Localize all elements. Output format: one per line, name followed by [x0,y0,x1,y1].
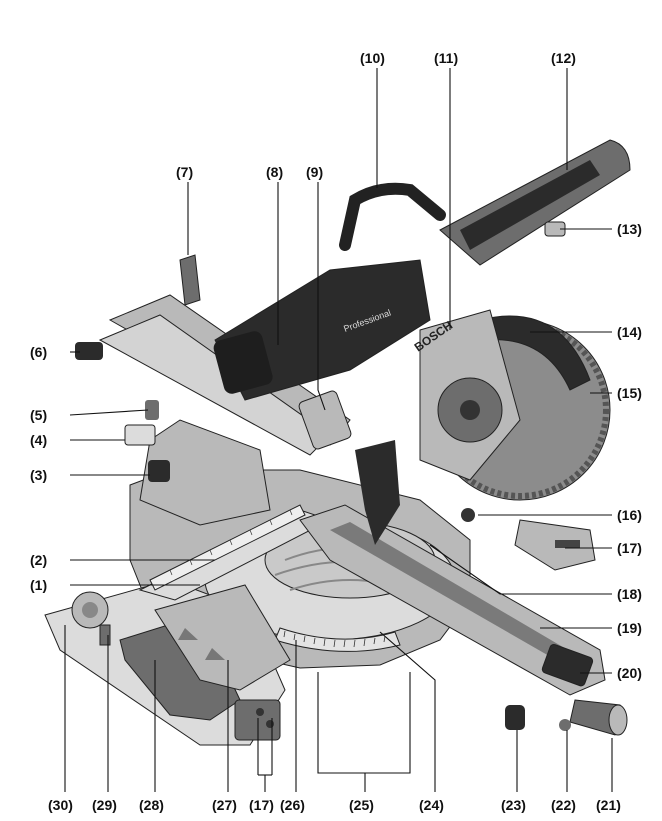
motor-cap [213,331,273,394]
extension-knob-21-end [608,704,628,736]
fence-scale-ticks [169,509,293,576]
rail-knob-6 [75,342,103,360]
callout-28: (28) [139,797,164,813]
callout-6: (6) [30,344,47,360]
callout-7: (7) [176,164,193,180]
miter-scale-ticks [283,630,386,648]
spindle-lock-16 [461,508,475,522]
callout-8: (8) [266,164,283,180]
callout-23: (23) [501,797,526,813]
leader-18 [429,544,612,595]
blade-guard-14 [479,315,591,391]
miter-scale [274,627,401,652]
left-foot-hole-1 [256,708,264,716]
callout-17-right: (17) [617,540,642,556]
leader-24 [379,631,436,792]
rail-groove [330,522,585,668]
callout-labels: (1) (2) (3) (4) (5) (6) (7) (8) (9) (10)… [30,50,642,813]
callout-18: (18) [617,586,642,602]
callout-27: (27) [212,797,237,813]
callout-3: (3) [30,467,47,483]
callout-21: (21) [596,797,621,813]
bevel-scale-4 [124,424,156,446]
callout-13: (13) [617,221,642,237]
callout-9: (9) [306,164,323,180]
callout-22: (22) [551,797,576,813]
tilt-lock-3 [148,460,170,482]
left-foot-hole-2 [266,720,274,728]
leader-25 [317,672,411,774]
callout-29: (29) [92,797,117,813]
support-arrow-2 [205,648,225,660]
laser-housing-9 [298,390,352,450]
callout-19: (19) [617,620,642,636]
saw-illustration: Professional BOSCH [44,139,631,746]
blade-hub-center [460,400,480,420]
clamp-pin-29 [99,624,111,646]
callout-15: (15) [617,385,642,401]
callout-5: (5) [30,407,47,423]
callout-14: (14) [617,324,642,340]
chip-deflector [355,440,400,545]
extension-lock-22 [559,719,571,731]
callout-1: (1) [30,577,47,593]
support-arrow-1 [178,628,198,640]
callout-25: (25) [349,797,374,813]
callout-12: (12) [551,50,576,66]
callout-30: (30) [48,797,73,813]
workpiece-support-27 [154,584,291,691]
callout-11: (11) [434,50,458,66]
leader-5 [69,409,149,416]
leader-9 [317,182,326,411]
callout-2: (2) [30,552,47,568]
callout-20: (20) [617,665,642,681]
bevel-lock-knob-center [82,602,98,618]
rear-pivot-housing [139,419,271,526]
operating-handle-grip [460,160,600,250]
callout-17-bottom: (17) [249,797,274,813]
callout-10: (10) [360,50,385,66]
callout-24: (24) [419,797,444,813]
callout-16: (16) [617,507,642,523]
right-foot-slot [555,540,580,548]
carry-handle [339,182,446,251]
callout-26: (26) [280,797,305,813]
foot-23 [505,705,525,730]
callout-4: (4) [30,432,47,448]
depth-stop-7 [179,254,201,306]
leader-lines [64,68,613,792]
bevel-lever-5 [145,400,159,420]
